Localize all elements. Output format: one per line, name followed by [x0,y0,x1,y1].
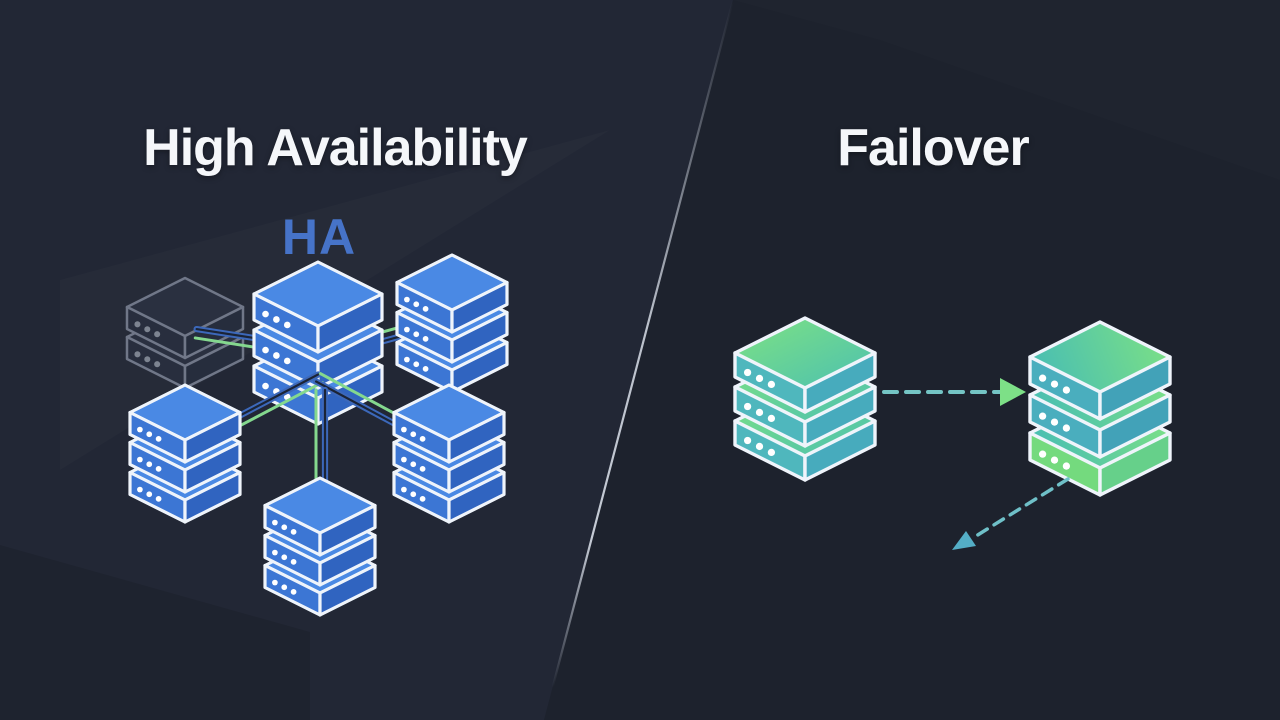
ha-cluster-label: HA [281,209,357,265]
server-stack-central [252,260,384,426]
redirect-arrow [952,477,1070,550]
server-stack-top-right [395,253,509,394]
high-availability-title: High Availability [143,119,528,177]
background-facet [0,545,310,720]
arrowhead-icon [1000,378,1026,406]
server-stack-primary [733,316,877,482]
server-stack-bottom-left [128,383,242,524]
arrowhead-icon [952,531,976,550]
failover-arrow [882,378,1026,406]
server-stack-bottom-right [392,383,506,524]
divider-line [542,0,735,720]
server-stack-bottom-center [263,476,377,617]
server-stack-standby [1028,320,1172,497]
diagram-scene [125,0,1172,720]
failover-title: Failover [837,119,1029,177]
